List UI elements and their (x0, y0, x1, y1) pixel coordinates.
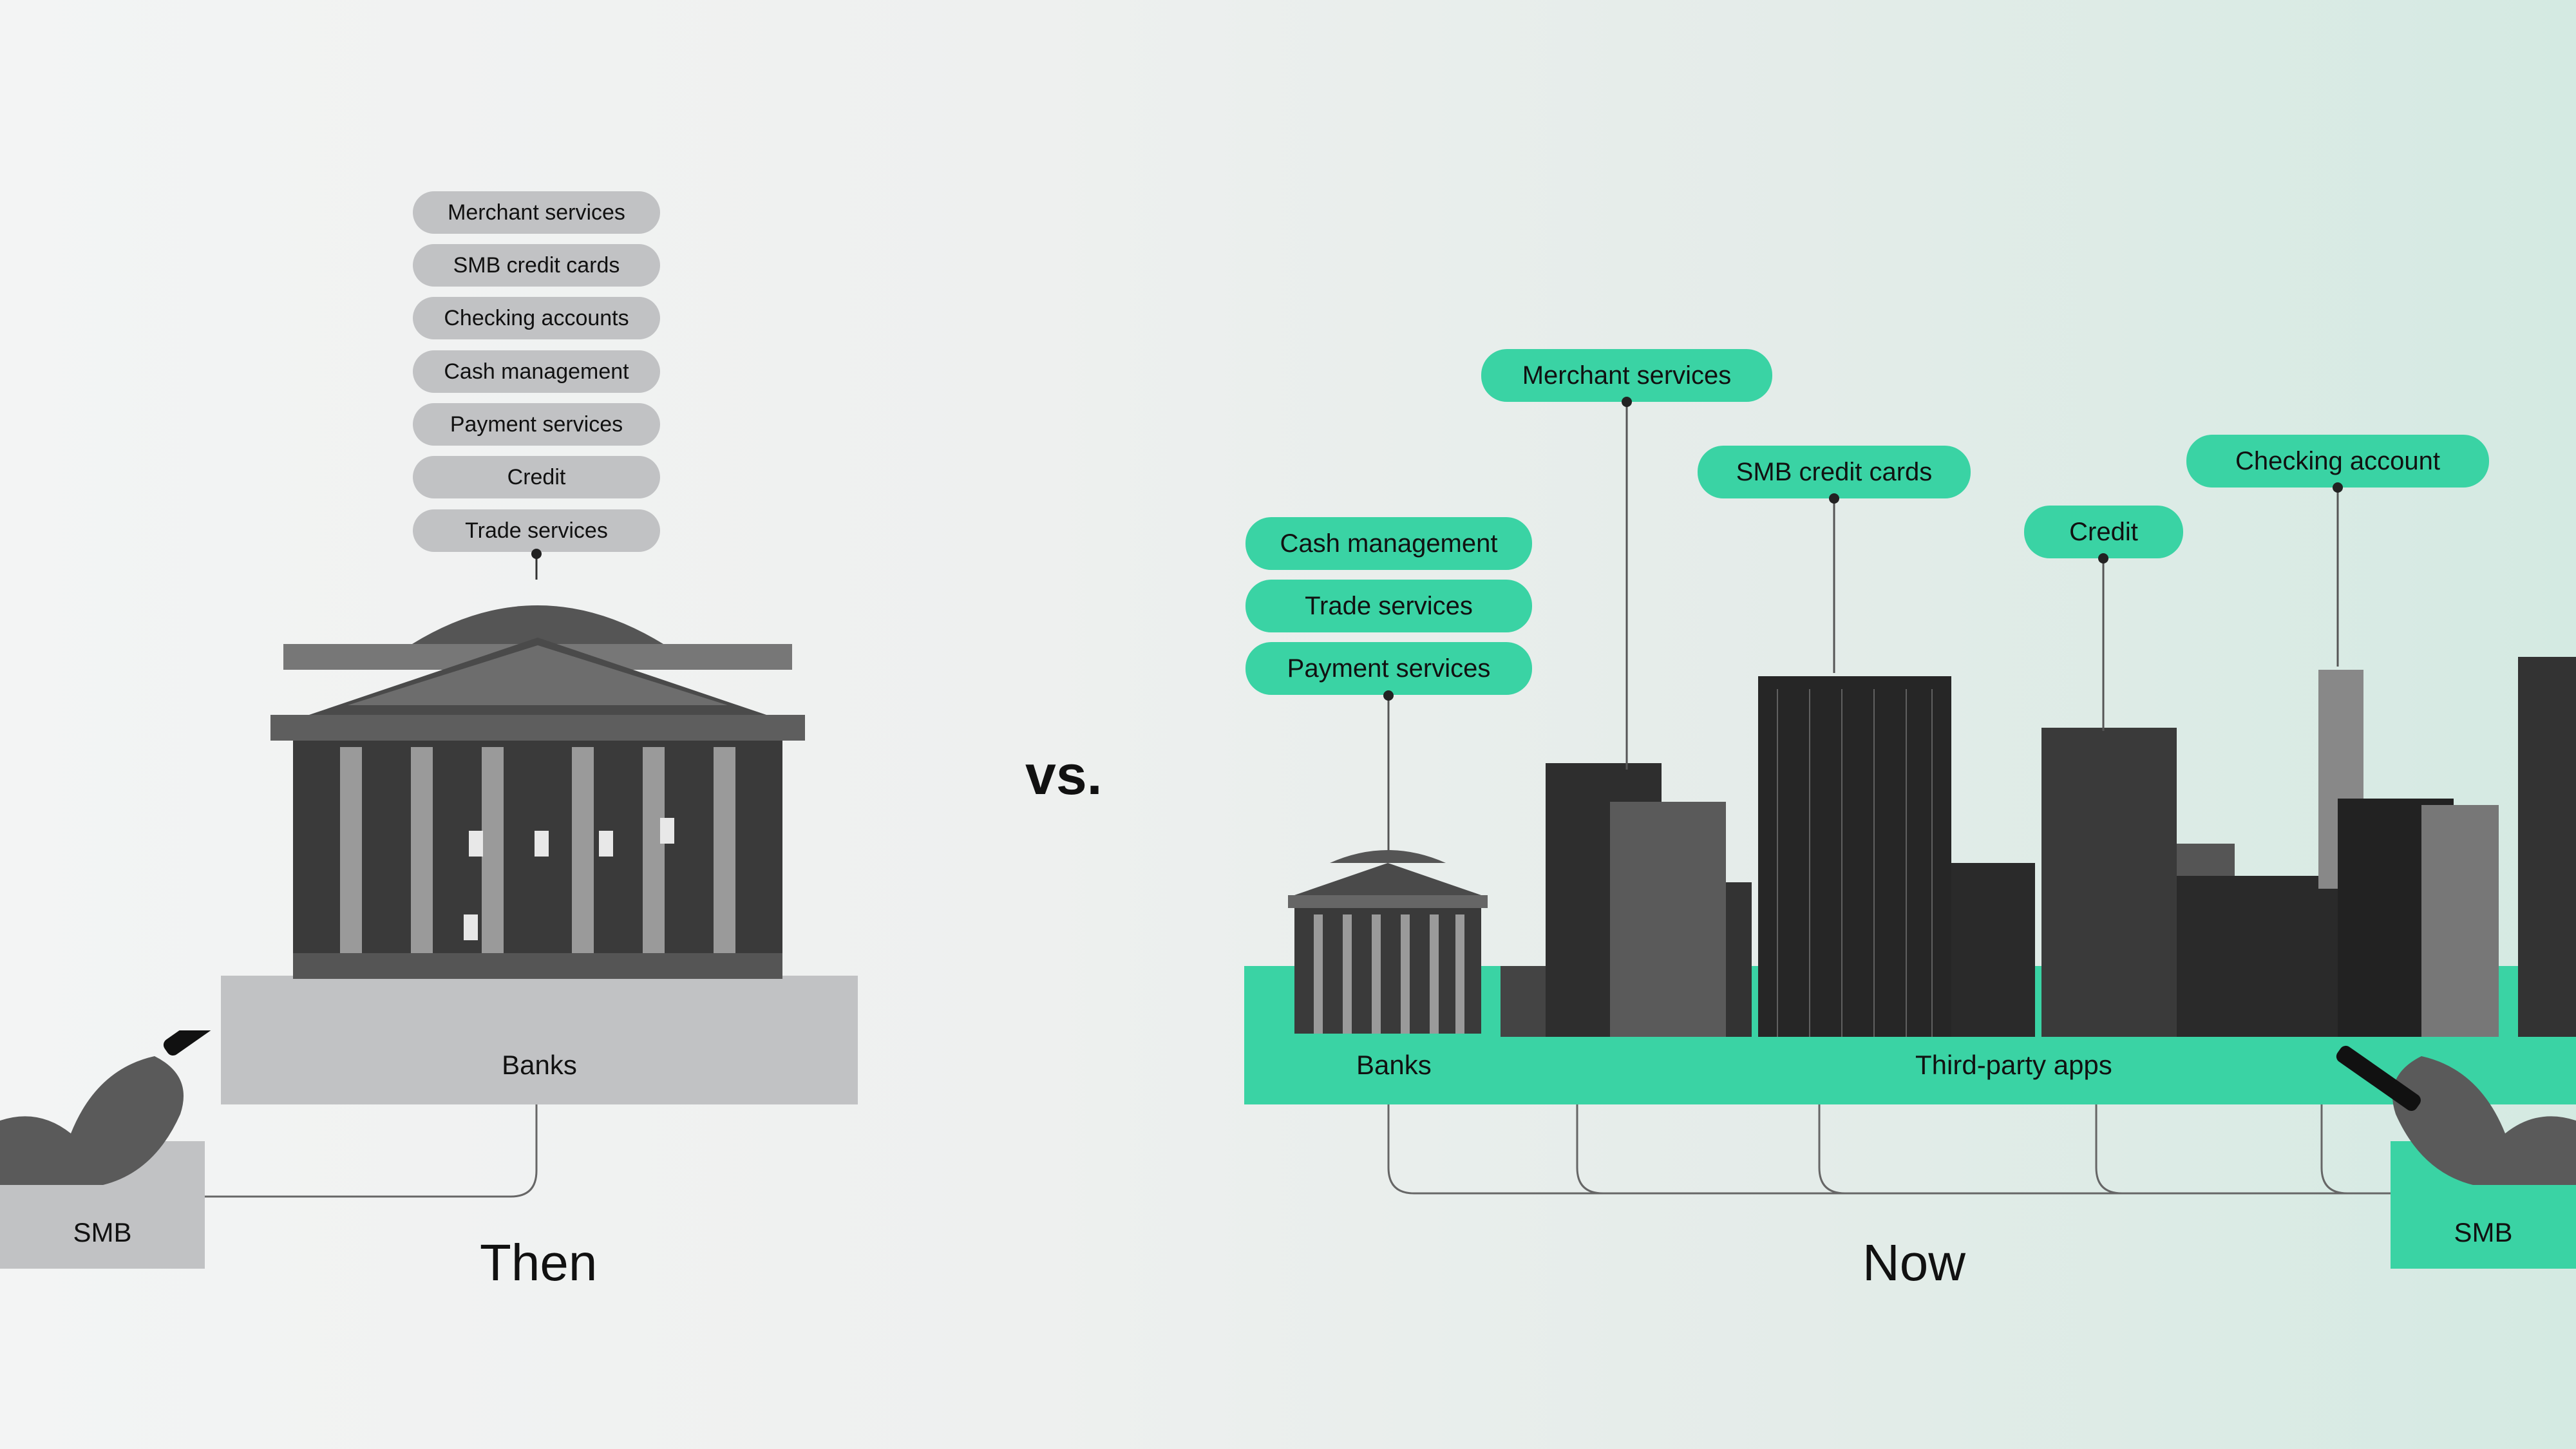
now-cash-management-pill: Cash management (1245, 517, 1532, 570)
now-skyline-icon (1288, 657, 2576, 1037)
then-merchant-services-pill: Merchant services (413, 191, 660, 234)
now-merchant-services-pill: Merchant services (1481, 349, 1772, 402)
then-smb-credit-cards-pill: SMB credit cards (413, 244, 660, 287)
now-payment-services-pill: Payment services (1245, 642, 1532, 695)
then-bank-building-icon (270, 605, 805, 979)
then-banks-label: Banks (502, 1050, 577, 1080)
now-smb-credit-cards-pill: SMB credit cards (1698, 446, 1971, 498)
now-apps-label: Third-party apps (1915, 1050, 2112, 1080)
now-hand-phone-icon (2336, 1045, 2576, 1185)
vs-label: vs. (1025, 744, 1103, 806)
now-title: Now (1862, 1234, 1966, 1291)
now-checking-account-pill: Checking account (2186, 435, 2489, 488)
then-cash-management-pill: Cash management (413, 350, 660, 393)
then-smb-label: SMB (73, 1217, 132, 1247)
now-trade-services-pill: Trade services (1245, 580, 1532, 632)
then-banks-block: Banks (221, 976, 858, 1104)
now-banks-label: Banks (1356, 1050, 1432, 1080)
then-payment-services-pill: Payment services (413, 403, 660, 446)
then-checking-accounts-pill: Checking accounts (413, 297, 660, 339)
then-trade-services-pill: Trade services (413, 509, 660, 552)
then-credit-pill: Credit (413, 456, 660, 498)
then-hand-phone-icon (0, 1030, 249, 1185)
then-title: Then (480, 1234, 598, 1291)
now-smb-label: SMB (2454, 1217, 2513, 1247)
now-credit-pill: Credit (2024, 506, 2183, 558)
